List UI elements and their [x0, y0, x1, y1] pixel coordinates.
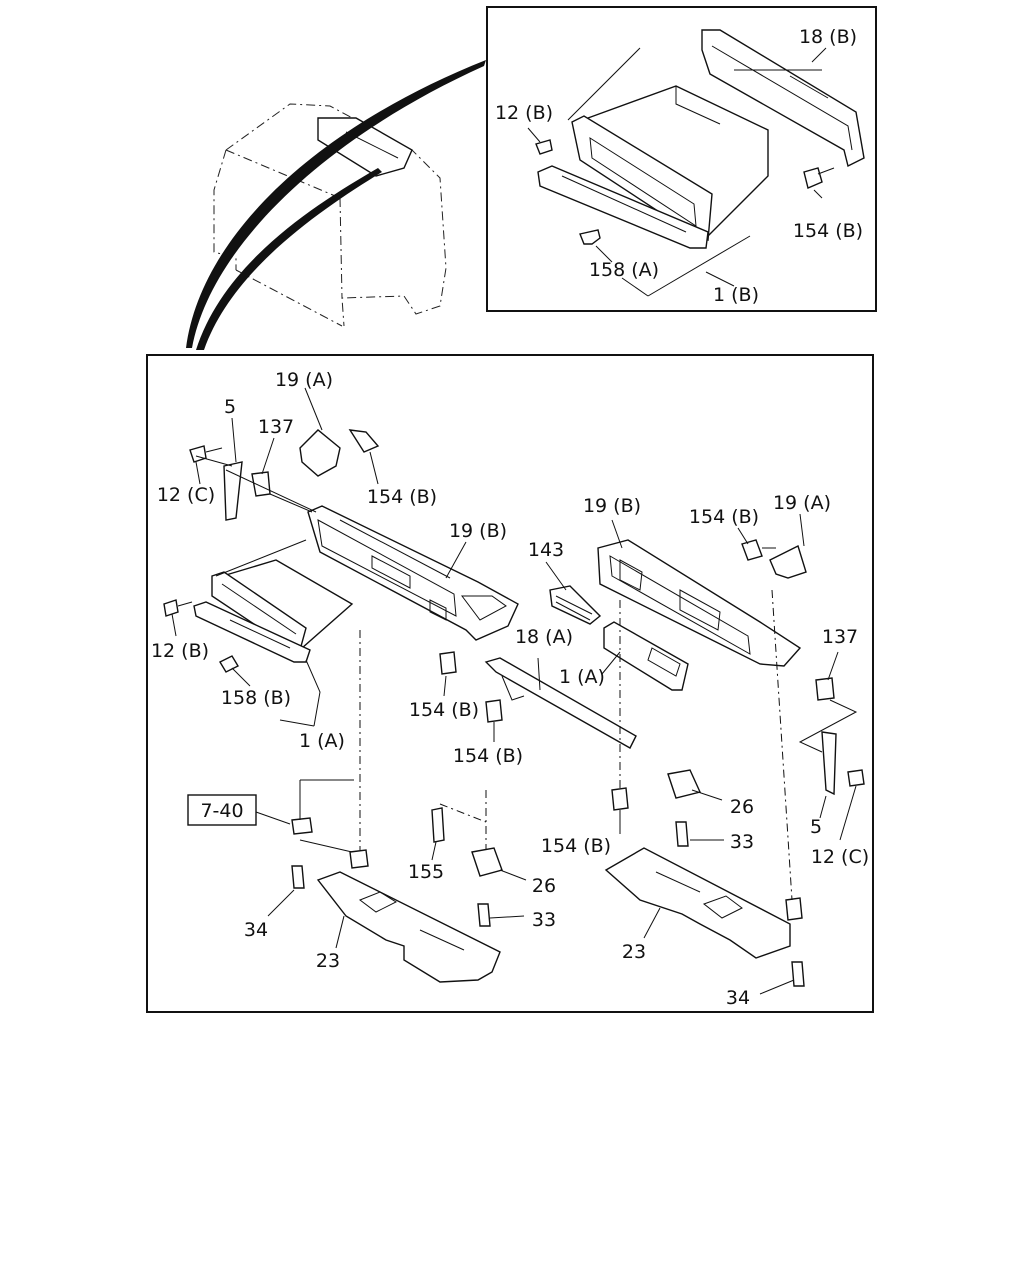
- callout-34-left: 34: [244, 919, 268, 941]
- callout-158a: 158 (A): [589, 259, 659, 281]
- sun-visor-right-23: [604, 847, 791, 959]
- callout-5-left: 5: [224, 396, 236, 418]
- clip-5-left: [223, 461, 243, 521]
- console-left-19b: [307, 505, 519, 641]
- bracket-19a-right: [769, 545, 807, 579]
- callout-154b-mid-center: 154 (B): [453, 745, 523, 767]
- screw-34-left: [291, 865, 305, 889]
- reference-box-label: 7-40: [200, 800, 243, 822]
- tray-front-frame: [571, 115, 713, 241]
- callout-1a-right: 1 (A): [559, 666, 605, 688]
- callout-143: 143: [528, 539, 564, 561]
- bolt-154b-top: [803, 167, 823, 189]
- callout-154b-top: 154 (B): [793, 220, 863, 242]
- lid-1a-right: [603, 621, 689, 691]
- screw-155: [431, 807, 445, 843]
- bolt-154b-mid-left: [439, 651, 457, 675]
- callout-23-left: 23: [316, 950, 340, 972]
- callout-26-center: 26: [532, 875, 556, 897]
- callout-154b-mid-left: 154 (B): [409, 699, 479, 721]
- callout-158b: 158 (B): [221, 687, 291, 709]
- callout-12b-left: 12 (B): [151, 640, 209, 662]
- bolt-154b-lower-right: [611, 787, 629, 811]
- bracket-19a-left: [299, 429, 341, 477]
- callout-18a: 18 (A): [515, 626, 573, 648]
- callout-18b: 18 (B): [799, 26, 857, 48]
- sun-visor-left-23: [316, 871, 501, 983]
- callout-19b-left: 19 (B): [449, 520, 507, 542]
- console-right-19b: [597, 539, 802, 667]
- bolt-154b-mid-center: [485, 699, 503, 723]
- callout-137-left: 137: [258, 416, 294, 438]
- clip-137-right: [815, 677, 835, 701]
- clip-137-left: [251, 471, 271, 497]
- callout-12c-left: 12 (C): [157, 484, 215, 506]
- callout-12b-top: 12 (B): [495, 102, 553, 124]
- hinge-left: [349, 849, 369, 869]
- hinge-right: [785, 897, 803, 921]
- callout-23-right: 23: [622, 941, 646, 963]
- knob-158a: [579, 229, 601, 245]
- screw-12b-left: [163, 599, 179, 617]
- leader-lines: [171, 387, 857, 995]
- clip-7-40: [291, 817, 313, 835]
- screw-34-right: [791, 961, 805, 987]
- callout-154b-lower-right: 154 (B): [541, 835, 611, 857]
- screw-12b-top: [535, 139, 553, 155]
- callout-12c-right: 12 (C): [811, 846, 869, 868]
- detail-box-frame: [486, 6, 877, 312]
- callout-154b-right-top: 154 (B): [689, 506, 759, 528]
- cab-locator-sketch: [186, 60, 486, 350]
- callout-19a-right: 19 (A): [773, 492, 831, 514]
- screw-12c-left: [189, 445, 207, 463]
- screw-33-right: [675, 821, 689, 847]
- callout-1a-left: 1 (A): [299, 730, 345, 752]
- callout-154b-upper-left: 154 (B): [367, 486, 437, 508]
- box-assembly-1b: [527, 29, 865, 297]
- callout-33-center: 33: [532, 909, 556, 931]
- callout-19b-right: 19 (B): [583, 495, 641, 517]
- holder-26-right: [667, 769, 701, 799]
- screw-12c-right: [847, 769, 865, 787]
- main-frame: [146, 354, 874, 1013]
- callout-19a-left: 19 (A): [275, 369, 333, 391]
- callout-5-right: 5: [810, 816, 822, 838]
- holder-26-center: [471, 847, 503, 877]
- reference-box[interactable]: [187, 794, 257, 826]
- callout-labels: 18 (B) 12 (B) 154 (B) 158 (A) 1 (B) 19 (…: [151, 26, 869, 1009]
- clip-5-right: [821, 731, 837, 796]
- callout-26-right: 26: [730, 796, 754, 818]
- tray-lid: [537, 165, 709, 249]
- callout-33-right: 33: [730, 831, 754, 853]
- bolt-154b-upper-left: [348, 429, 380, 453]
- callout-34-right: 34: [726, 987, 750, 1009]
- screw-33-center: [477, 903, 491, 927]
- bolt-154b-right-top: [741, 539, 763, 561]
- callout-1b: 1 (B): [713, 284, 759, 306]
- tray-left-1a: [193, 559, 354, 673]
- callout-137-right: 137: [822, 626, 858, 648]
- callout-155: 155: [408, 861, 444, 883]
- bracket-18a: [484, 657, 637, 749]
